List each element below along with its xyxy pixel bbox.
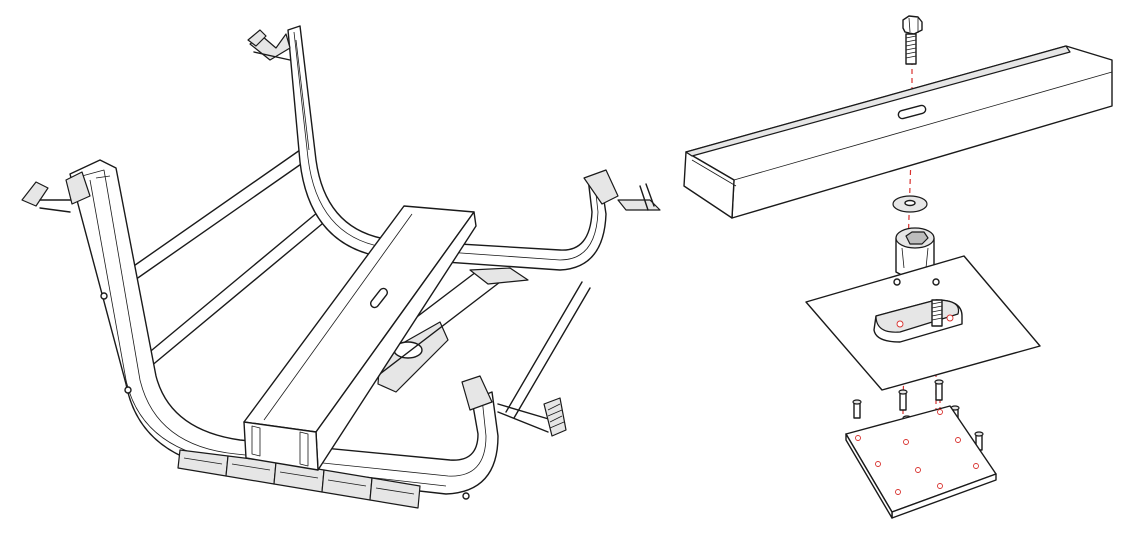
washer xyxy=(892,195,928,213)
base-plate xyxy=(845,405,997,519)
cross-rods xyxy=(127,149,591,419)
exploded-mount-view xyxy=(683,15,1113,519)
base-pad xyxy=(873,278,963,343)
corner-brackets xyxy=(21,29,661,437)
back-rail xyxy=(287,25,619,271)
screw xyxy=(852,399,862,419)
exploded-channel xyxy=(683,45,1113,219)
screw xyxy=(898,389,908,411)
hex-bolt xyxy=(902,15,923,65)
screw xyxy=(934,379,944,401)
channel-beam xyxy=(243,205,477,471)
assembled-frame-view xyxy=(21,25,661,509)
center-mount-plate xyxy=(359,267,529,393)
